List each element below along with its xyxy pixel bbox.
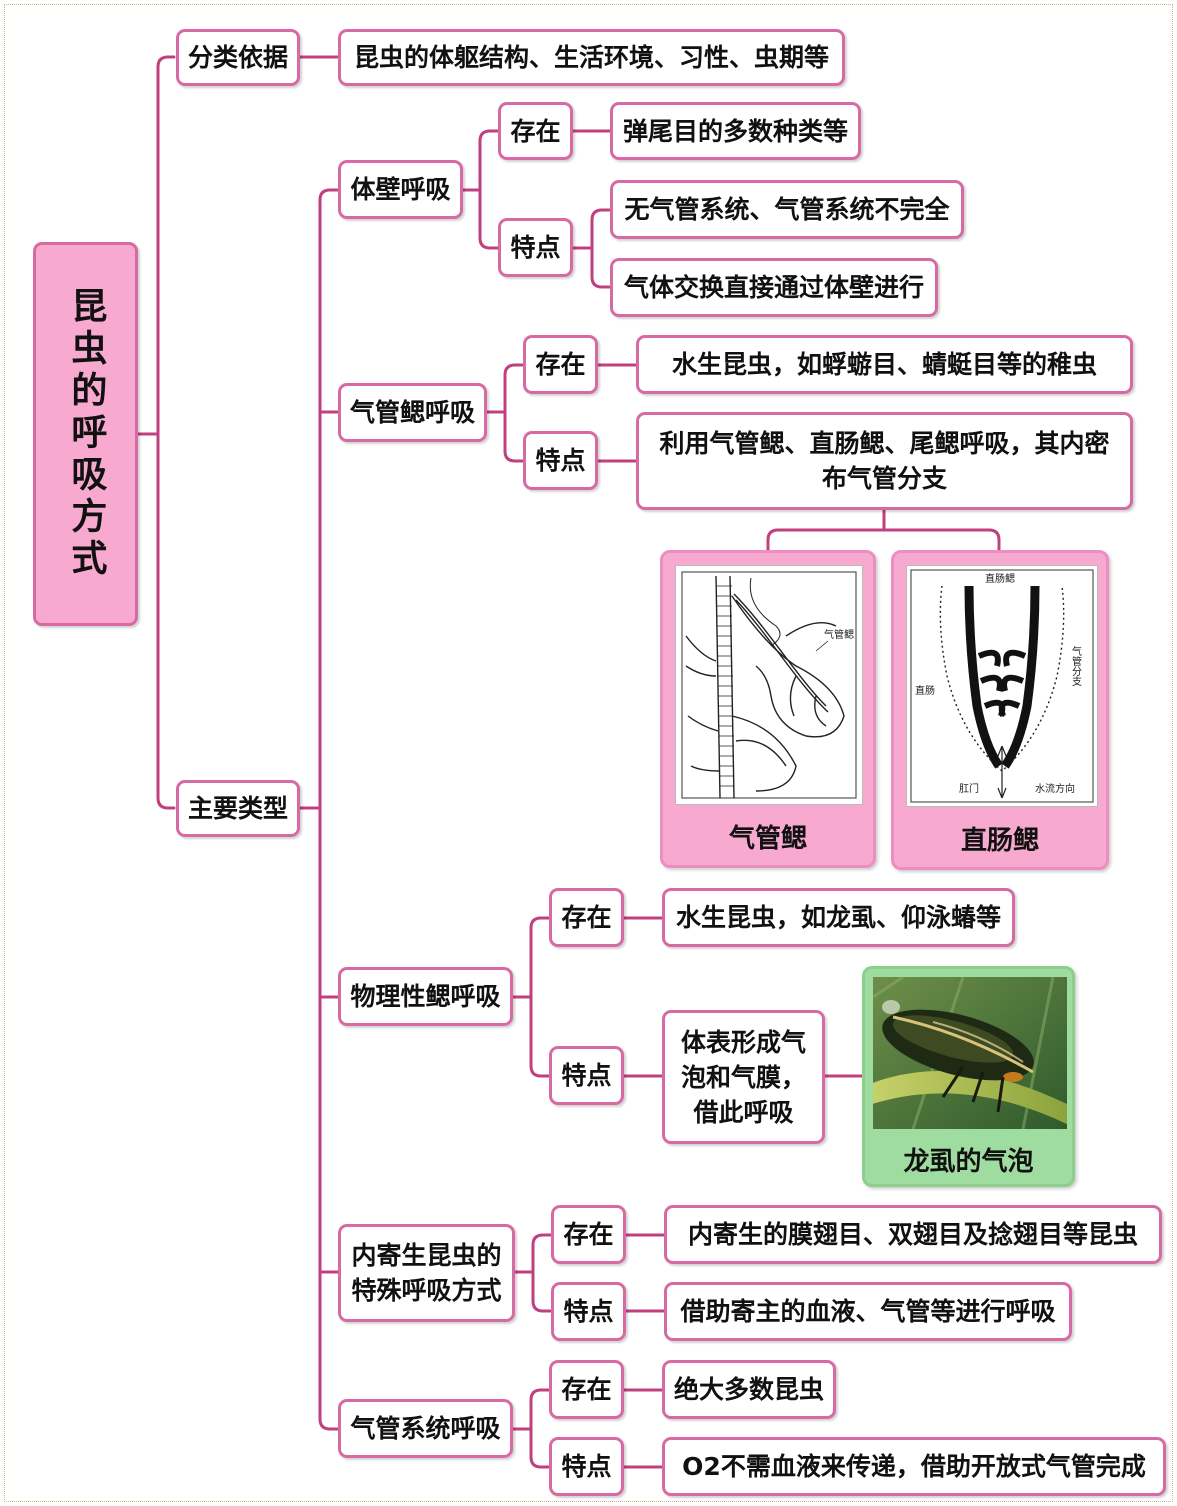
type-name: 物理性鳃呼吸	[350, 982, 501, 1011]
rectal-gill-label-branch: 气管分支	[1070, 645, 1082, 687]
feature-node: 利用气管鳃、直肠鳃、尾鳃呼吸，其内密布气管分支	[636, 412, 1133, 510]
diving-beetle-card: 龙虱的气泡	[862, 966, 1075, 1187]
exist-node: 绝大多数昆虫	[662, 1360, 836, 1419]
type-endoparasitic: 内寄生昆虫的特殊呼吸方式	[338, 1224, 515, 1322]
type-physical-gill: 物理性鳃呼吸	[338, 967, 513, 1026]
basis-text: 昆虫的体躯结构、生活环境、习性、虫期等	[353, 43, 829, 72]
exist-node: 弹尾目的多数种类等	[610, 102, 861, 160]
exist-node: 水生昆虫，如龙虱、仰泳蝽等	[662, 888, 1015, 947]
feature-label: 特点	[563, 1297, 614, 1326]
feature-text: 无气管系统、气管系统不完全	[624, 195, 950, 224]
basis-label: 分类依据	[187, 43, 288, 72]
feature-node: O2不需血液来传递，借助开放式气管完成	[662, 1437, 1166, 1496]
feature-label: 特点	[561, 1452, 612, 1481]
feature-node: 借助寄主的血液、气管等进行呼吸	[664, 1282, 1072, 1341]
type-name: 内寄生昆虫的特殊呼吸方式	[351, 1241, 502, 1305]
exist-label: 存在	[563, 1220, 614, 1249]
feature-label: 特点	[510, 233, 561, 262]
tracheal-gill-illustration: 气管鳃	[675, 565, 863, 805]
feature-text: 借助寄主的血液、气管等进行呼吸	[680, 1297, 1056, 1326]
rectal-gill-card: 直肠鳃 直肠 气管分支 肛门 水流方向 直肠鳃	[891, 550, 1109, 870]
page-frame	[4, 4, 1173, 1502]
exist-label-node: 存在	[498, 102, 573, 160]
rectal-gill-label-rectum: 直肠	[915, 684, 935, 697]
exist-label-node: 存在	[549, 1360, 624, 1419]
tracheal-gill-card: 气管鳃 气管鳃	[660, 550, 876, 868]
type-name: 气管鳃呼吸	[349, 398, 475, 427]
exist-node: 水生昆虫，如蜉蝣目、蜻蜓目等的稚虫	[636, 335, 1133, 394]
exist-text: 水生昆虫，如蜉蝣目、蜻蜓目等的稚虫	[671, 350, 1097, 379]
root-title: 昆虫的呼吸方式	[33, 242, 138, 626]
feature-label: 特点	[535, 446, 586, 475]
type-name: 气管系统呼吸	[350, 1414, 501, 1443]
feature-text: 利用气管鳃、直肠鳃、尾鳃呼吸，其内密布气管分支	[659, 429, 1110, 493]
type-tracheal-gill: 气管鳃呼吸	[338, 383, 487, 442]
type-name: 体壁呼吸	[350, 175, 451, 204]
feature-text: 气体交换直接通过体壁进行	[623, 273, 924, 302]
rectal-gill-illustration: 直肠鳃 直肠 气管分支 肛门 水流方向	[906, 565, 1098, 807]
rectal-gill-label-flow: 水流方向	[1035, 782, 1075, 795]
feature-text: 体表形成气泡和气膜，借此呼吸	[680, 1027, 806, 1127]
exist-text: 绝大多数昆虫	[673, 1375, 824, 1404]
exist-label-node: 存在	[523, 335, 598, 394]
exist-label: 存在	[561, 903, 612, 932]
exist-text: 内寄生的膜翅目、双翅目及捻翅目等昆虫	[687, 1220, 1138, 1249]
main-types-label: 主要类型	[187, 794, 288, 823]
rectal-gill-label-anus: 肛门	[959, 782, 979, 795]
exist-label: 存在	[561, 1375, 612, 1404]
type-tracheal-system: 气管系统呼吸	[338, 1399, 513, 1458]
feature-node: 无气管系统、气管系统不完全	[610, 180, 964, 239]
type-body-wall: 体壁呼吸	[338, 160, 463, 219]
feature-node: 体表形成气泡和气膜，借此呼吸	[662, 1010, 825, 1144]
feature-label-node: 特点	[549, 1046, 624, 1105]
exist-text: 水生昆虫，如龙虱、仰泳蝽等	[675, 903, 1001, 932]
feature-label-node: 特点	[549, 1437, 624, 1496]
exist-node: 内寄生的膜翅目、双翅目及捻翅目等昆虫	[664, 1205, 1162, 1264]
exist-label: 存在	[510, 116, 561, 146]
feature-text: O2不需血液来传递，借助开放式气管完成	[682, 1452, 1146, 1481]
feature-label-node: 特点	[498, 218, 573, 277]
tracheal-gill-caption: 气管鳃	[728, 823, 807, 854]
rectal-gill-caption: 直肠鳃	[960, 825, 1039, 856]
exist-label-node: 存在	[549, 888, 624, 947]
exist-text: 弹尾目的多数种类等	[622, 116, 848, 146]
tracheal-gill-annotation: 气管鳃	[824, 628, 854, 641]
basis-text-node: 昆虫的体躯结构、生活环境、习性、虫期等	[338, 29, 845, 86]
diving-beetle-photo	[873, 977, 1067, 1129]
feature-label: 特点	[561, 1061, 612, 1090]
feature-label-node: 特点	[523, 431, 598, 490]
root-title-text: 昆虫的呼吸方式	[65, 287, 107, 581]
main-types-node: 主要类型	[176, 780, 300, 837]
feature-node: 气体交换直接通过体壁进行	[610, 258, 938, 317]
exist-label-node: 存在	[551, 1205, 626, 1264]
feature-label-node: 特点	[551, 1282, 626, 1341]
basis-node: 分类依据	[176, 29, 300, 86]
rectal-gill-label-top: 直肠鳃	[985, 572, 1015, 585]
exist-label: 存在	[535, 350, 586, 379]
diving-beetle-caption: 龙虱的气泡	[903, 1146, 1034, 1177]
